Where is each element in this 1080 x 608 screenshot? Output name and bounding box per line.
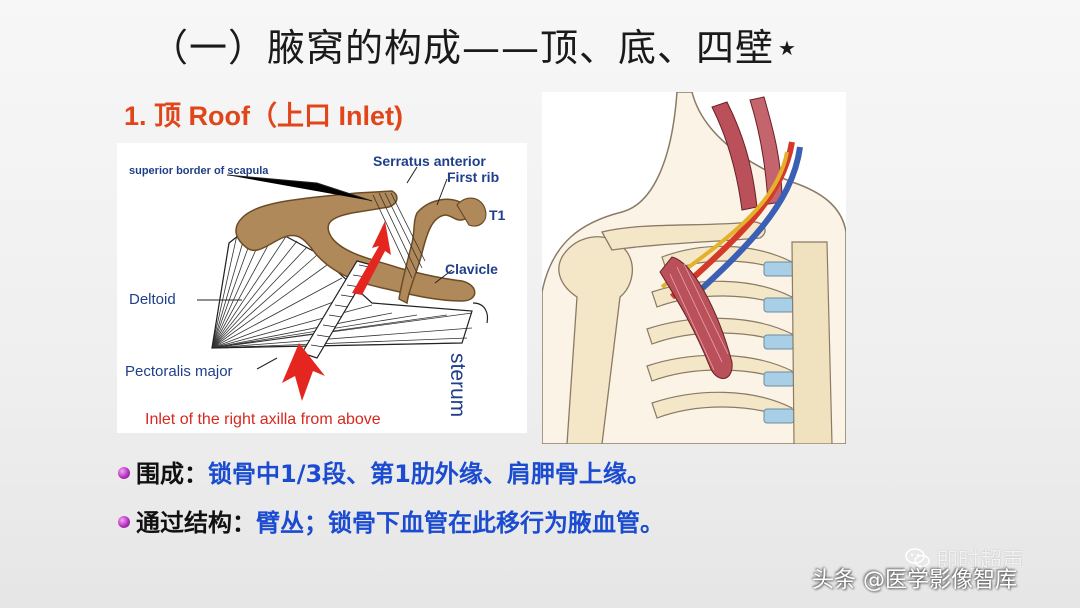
bullet-dot-icon <box>118 467 130 479</box>
bullet-boundaries: 围成：锁骨中1/3段、第1肋外缘、肩胛骨上缘。 <box>118 456 651 492</box>
bullet-key: 通过结构： <box>136 509 256 537</box>
label-superior-border: superior border of scapula <box>129 165 269 177</box>
diagram-caption: Inlet of the right axilla from above <box>145 411 381 428</box>
bullet-key: 围成： <box>136 460 208 488</box>
slide-title: （一）腋窝的构成——顶、底、四壁★ <box>150 22 930 74</box>
shoulder-anatomy-illustration <box>542 92 846 444</box>
bullet-dot-icon <box>118 516 130 528</box>
axilla-inlet-diagram: superior border of scapula Serratus ante… <box>117 143 527 433</box>
watermark-credit: 头条 @医学影像智库 <box>812 568 1017 593</box>
label-first-rib: First rib <box>447 169 500 185</box>
title-text: （一）腋窝的构成——顶、底、四壁 <box>150 26 775 70</box>
bullet-value: 锁骨中1/3段、第1肋外缘、肩胛骨上缘。 <box>208 460 651 488</box>
wechat-icon <box>905 548 930 568</box>
bullet-value: 臂丛；锁骨下血管在此移行为腋血管。 <box>256 509 664 537</box>
bullet-structures: 通过结构：臂丛；锁骨下血管在此移行为腋血管。 <box>118 505 664 541</box>
shoulder-drawing <box>542 92 846 444</box>
diagram-drawing <box>197 166 489 401</box>
label-sternum: sterum <box>446 353 469 418</box>
label-pectoralis-major: Pectoralis major <box>125 363 233 380</box>
label-deltoid: Deltoid <box>129 291 176 308</box>
label-t1: T1 <box>489 207 506 223</box>
label-clavicle: Clavicle <box>445 261 498 277</box>
label-serratus-anterior: Serratus anterior <box>373 153 486 169</box>
title-star-mark: ★ <box>778 36 797 60</box>
watermark-faint: 即时超声 <box>936 549 1025 574</box>
section-subtitle: 1. 顶 Roof（上口 Inlet) <box>124 101 403 131</box>
